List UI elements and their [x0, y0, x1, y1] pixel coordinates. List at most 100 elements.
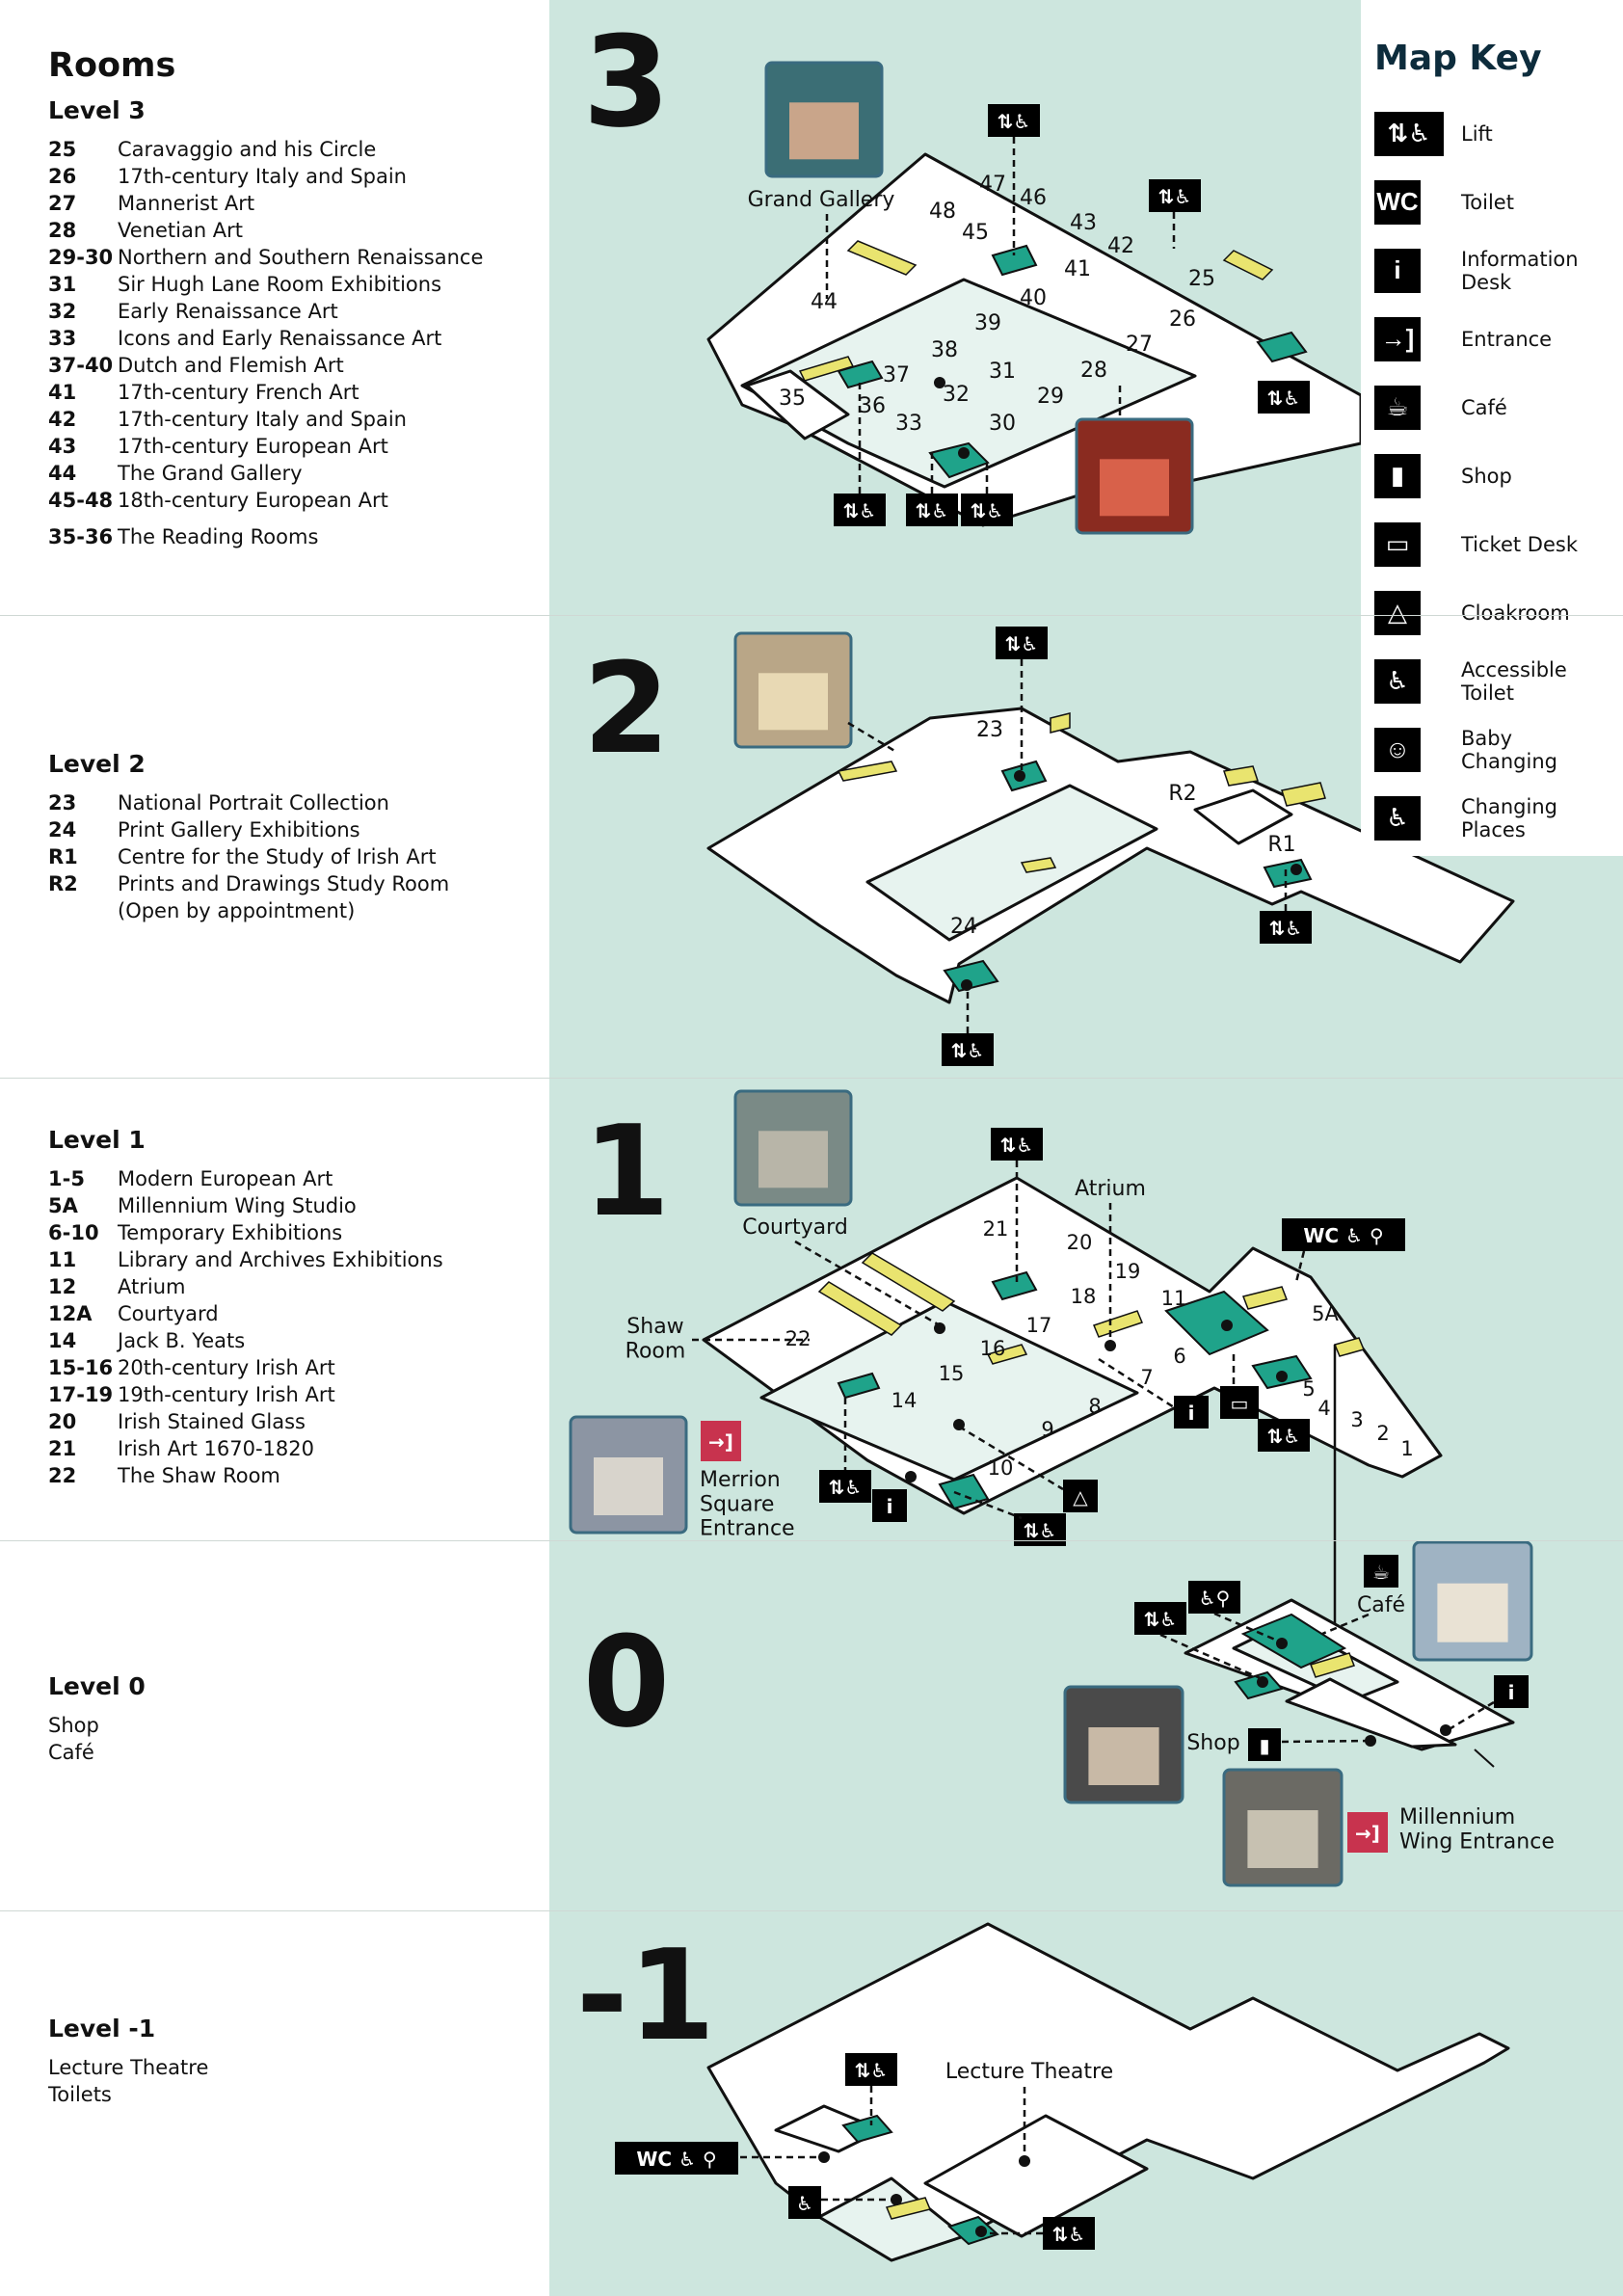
room-label: 29 [1037, 385, 1064, 409]
room-label: 15 [939, 1362, 965, 1385]
location-dot [934, 377, 945, 388]
lift-icon [819, 1470, 871, 1503]
room-number: R1 [48, 845, 78, 868]
level-title: Level -1 [48, 2015, 156, 2042]
lift-area [928, 441, 990, 479]
room-label: 31 [989, 360, 1016, 384]
room-number: 20 [48, 1410, 77, 1433]
cafe-label: Café [1357, 1593, 1405, 1617]
leader-line [1281, 1739, 1370, 1744]
lift-icon [1258, 1419, 1310, 1452]
leader-line [1159, 1633, 1264, 1681]
location-dot [1276, 1638, 1288, 1649]
room-number: 45-48 [48, 489, 114, 512]
shop-icon [1248, 1728, 1281, 1761]
level-number: 0 [583, 1609, 670, 1755]
room-number: 43 [48, 435, 77, 458]
changing-places-icon-glyph: ♿ [796, 2192, 813, 2215]
room-label: 39 [974, 311, 1001, 335]
room-name: 17th-century European Art [118, 435, 388, 458]
merrion-square-photo-detail [594, 1457, 663, 1515]
level-title: Level 2 [48, 750, 146, 778]
lift-icon-glyph: ⇅♿ [916, 499, 949, 522]
room-name: 20th-century Irish Art [118, 1356, 335, 1379]
location-dot [1019, 2155, 1030, 2167]
room-name: 18th-century European Art [118, 489, 388, 512]
stairs [1241, 1286, 1289, 1310]
room-35 [745, 369, 850, 441]
map-key-label: Cloakroom [1461, 601, 1570, 625]
lift-area [947, 2215, 999, 2246]
location-dot [1365, 1735, 1376, 1747]
lift-icon [906, 494, 958, 526]
stairs [846, 240, 918, 276]
room-label: 42 [1107, 234, 1134, 258]
ticket-icon-glyph: ▭ [1231, 1392, 1249, 1415]
room-name: Modern European Art [118, 1167, 333, 1190]
room-label: 5 [1302, 1377, 1315, 1401]
lift-icon-glyph: ⇅♿ [951, 1039, 985, 1062]
room-label: 18 [1071, 1285, 1097, 1308]
stairs [1223, 765, 1259, 787]
room-label: 11 [1161, 1287, 1187, 1310]
lift-area [1164, 1290, 1269, 1356]
stairs [885, 2197, 932, 2220]
stairs [798, 356, 855, 382]
lecture-theatre-room [923, 2114, 1149, 2238]
map-key-item: ☕Café [1374, 373, 1623, 441]
room-label: 27 [1126, 333, 1153, 357]
lift-icon-glyph: ⇅♿ [1144, 1608, 1178, 1631]
room-label: 19 [1115, 1260, 1141, 1283]
room-number: 1-5 [48, 1167, 85, 1190]
cafe-photo-detail [1437, 1583, 1508, 1642]
lift-icon [1149, 179, 1201, 212]
room-number: 41 [48, 381, 77, 404]
room-label: 32 [943, 383, 970, 407]
room-number: 14 [48, 1329, 77, 1352]
stairs [1310, 1652, 1355, 1678]
lift-icon-glyph: ⇅♿ [829, 1476, 863, 1499]
location-dot [1257, 1676, 1268, 1688]
location-dot [961, 979, 972, 991]
room-number: 11 [48, 1248, 77, 1271]
map-key-label: Lift [1461, 121, 1493, 146]
lift-icon [991, 1128, 1043, 1161]
lift-area [837, 1372, 881, 1400]
room-name: Prints and Drawings Study Room [118, 872, 450, 895]
changing-places-icon: ♿ [1374, 795, 1421, 841]
accessible-toilet-icon-glyph: ♿⚲ [1199, 1587, 1231, 1610]
stairs [1050, 712, 1071, 734]
stairs [817, 1281, 903, 1336]
room-label: 46 [1020, 186, 1047, 210]
room-name: Dutch and Flemish Art [118, 354, 344, 377]
location-dot [1221, 1320, 1233, 1331]
room-label: 4 [1317, 1397, 1330, 1420]
stairs [986, 1344, 1028, 1365]
location-dot [953, 1419, 965, 1430]
room-number: 22 [48, 1464, 77, 1487]
level-number: -1 [576, 1922, 715, 2069]
location-dot [934, 1322, 945, 1334]
room-number: 25 [48, 138, 77, 161]
room-name: Centre for the Study of Irish Art [118, 845, 437, 868]
facilities-icon-glyph: WC ♿ ⚲ [1303, 1224, 1383, 1247]
room-number: 24 [48, 818, 77, 841]
map-key-label: Toilet [1461, 190, 1514, 214]
